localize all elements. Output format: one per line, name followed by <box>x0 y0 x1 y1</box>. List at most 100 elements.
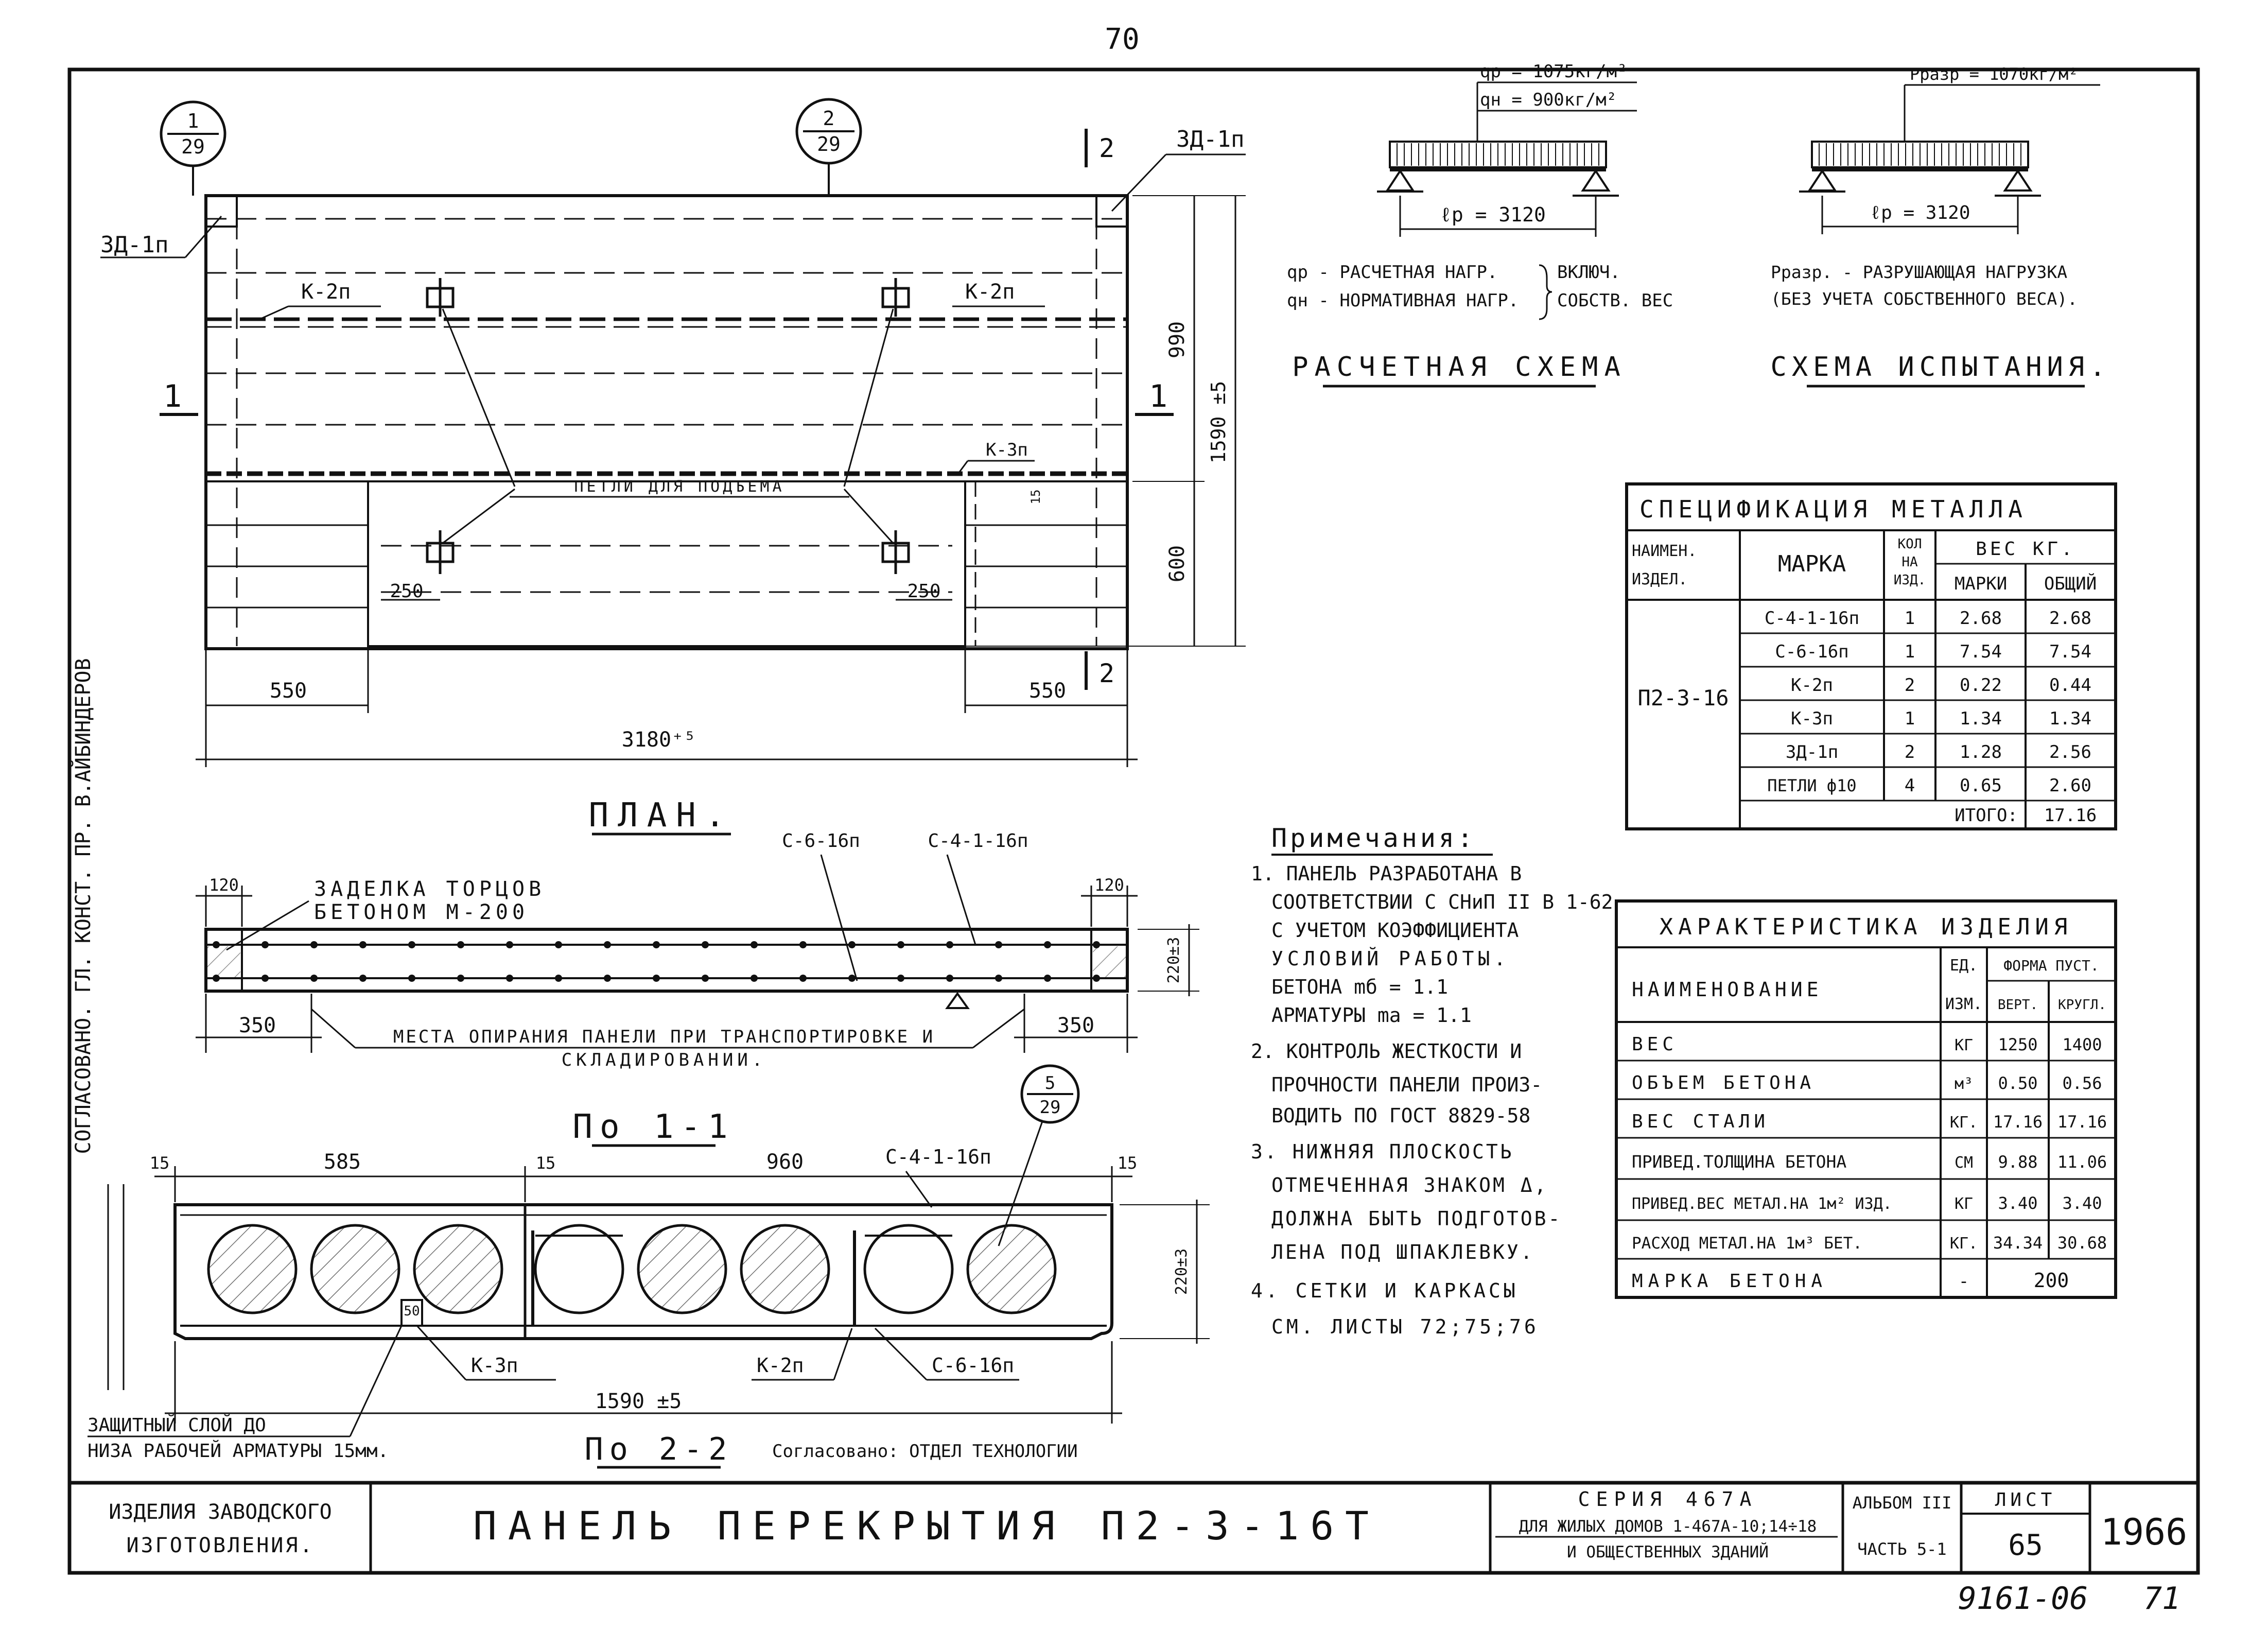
series-line-3: И ОБЩЕСТВЕННЫХ ЗДАНИЙ <box>1567 1543 1769 1562</box>
rebar-dot <box>604 975 611 982</box>
svg-text:1.34: 1.34 <box>2049 708 2091 729</box>
label-k3: К-3п <box>986 440 1028 460</box>
rebar-dot <box>555 941 562 948</box>
lifting-loop-icon <box>426 278 455 317</box>
legend-qp: qр - РАСЧЕТНАЯ НАГР. <box>1287 262 1497 283</box>
svg-text:4: 4 <box>1905 775 1915 796</box>
svg-text:НАИМЕНОВАНИЕ: НАИМЕНОВАНИЕ <box>1632 978 1823 1001</box>
svg-text:7.54: 7.54 <box>1960 641 2002 662</box>
support-roller-icon <box>1995 169 2041 197</box>
section-mark-2-top-label: 2 <box>1099 133 1114 163</box>
section-2-2-title: По 2-2 <box>585 1431 734 1467</box>
svg-text:2.68: 2.68 <box>2049 608 2091 629</box>
spec-total-label: ИТОГО: <box>1955 805 2018 826</box>
spec-product: П2-3-16 <box>1637 685 1729 710</box>
legend-incl: ВКЛЮЧ. <box>1557 262 1620 283</box>
load-band <box>1389 141 1607 168</box>
dim-350-left: 350 <box>239 1014 276 1037</box>
svg-text:ВОДИТЬ ПО ГОСТ 8829-58: ВОДИТЬ ПО ГОСТ 8829-58 <box>1271 1104 1530 1127</box>
dim-250-left: 250 <box>390 581 423 602</box>
svg-text:КГ: КГ <box>1955 1195 1973 1213</box>
cutout-zone <box>367 480 966 647</box>
leader-line <box>946 854 976 945</box>
load-qp: qр = 1075кг/м² <box>1480 61 1628 82</box>
end-seal-hatch <box>1093 946 1126 977</box>
svg-text:ИЗМ.: ИЗМ. <box>1945 995 1982 1013</box>
series-line-1: СЕРИЯ 467А <box>1578 1488 1758 1511</box>
rebar-dot <box>555 975 562 982</box>
rebar-dot <box>1093 975 1100 982</box>
title-block: ИЗДЕЛИЯ ЗАВОДСКОГО ИЗГОТОВЛЕНИЯ. ПАНЕЛЬ … <box>109 1483 2187 1573</box>
svg-text:2.60: 2.60 <box>2049 775 2091 796</box>
characteristics-table: ХАРАКТЕРИСТИКА ИЗДЕЛИЯ НАИМЕНОВАНИЕ ЕД. … <box>1615 899 2117 1299</box>
rebar-dot <box>213 975 220 982</box>
end-seal-note-1: ЗАДЕЛКА ТОРЦОВ <box>314 877 545 901</box>
rebar-dot <box>506 941 513 948</box>
svg-text:ДОЛЖНА БЫТЬ ПОДГОТОВ-: ДОЛЖНА БЫТЬ ПОДГОТОВ- <box>1271 1207 1562 1230</box>
approved-technology: Согласовано: ОТДЕЛ ТЕХНОЛОГИИ <box>772 1441 1078 1462</box>
svg-text:УСЛОВИЙ РАБОТЫ.: УСЛОВИЙ РАБОТЫ. <box>1271 947 1510 970</box>
svg-text:-: - <box>1959 1271 1969 1292</box>
void-hatched <box>310 1224 400 1314</box>
title-left-2: ИЗГОТОВЛЕНИЯ. <box>126 1534 314 1557</box>
svg-text:7.54: 7.54 <box>2049 641 2091 662</box>
callout-1-29: 1 29 <box>160 100 226 196</box>
svg-text:КГ.: КГ. <box>1950 1114 1978 1132</box>
rebar-dot <box>897 941 904 948</box>
leader-line <box>843 308 894 487</box>
rebar-dot <box>359 941 367 948</box>
page-number: 70 <box>1105 23 1139 56</box>
rebar-dot <box>408 975 415 982</box>
leader-line <box>349 1325 403 1437</box>
rebar-dot <box>848 975 856 982</box>
leader-line <box>184 216 222 258</box>
characteristics-title: ХАРАКТЕРИСТИКА ИЗДЕЛИЯ <box>1660 914 2073 940</box>
svg-text:ПЕТЛИ ф10: ПЕТЛИ ф10 <box>1767 776 1856 795</box>
rebar-dot <box>751 975 758 982</box>
svg-text:С-6-16п: С-6-16п <box>1775 641 1848 662</box>
svg-text:ОТМЕЧЕННАЯ ЗНАКОМ Δ,: ОТМЕЧЕННАЯ ЗНАКОМ Δ, <box>1271 1174 1548 1197</box>
leader-line <box>820 854 858 981</box>
design-scheme-title: РАСЧЕТНАЯ СХЕМА <box>1292 352 1627 383</box>
void-hatched <box>637 1224 727 1314</box>
leader-line <box>874 1327 928 1381</box>
legend-qn: qн - НОРМАТИВНАЯ НАГР. <box>1287 290 1519 311</box>
svg-text:СООТВЕТСТВИИ С СНиП II В 1-62: СООТВЕТСТВИИ С СНиП II В 1-62 <box>1271 891 1613 913</box>
support-roller-icon <box>1573 169 1619 197</box>
rebar-dot <box>995 975 1002 982</box>
leader-line <box>416 1325 467 1381</box>
section-mark-2-bottom-label: 2 <box>1099 658 1114 688</box>
span-label: ℓр = 3120 <box>1870 202 1970 223</box>
svg-text:0.50: 0.50 <box>1998 1073 2037 1093</box>
test-legend-1: Рразр. - РАЗРУШАЮЩАЯ НАГРУЗКА <box>1771 262 2067 282</box>
rebar-dots <box>213 941 1100 982</box>
svg-text:0.44: 0.44 <box>2049 675 2091 696</box>
rebar-dot <box>897 975 904 982</box>
year: 1966 <box>2101 1511 2188 1553</box>
svg-text:ЛЕНА ПОД ШПАКЛЕВКУ.: ЛЕНА ПОД ШПАКЛЕВКУ. <box>1271 1241 1534 1263</box>
album-label: АЛЬБОМ III <box>1853 1493 1952 1513</box>
rebar-dot <box>1093 941 1100 948</box>
label-c6-top: С-6-16п <box>782 830 860 852</box>
svg-text:МАРКА: МАРКА <box>1778 551 1846 577</box>
frame-k3-box <box>400 1299 423 1327</box>
svg-text:29: 29 <box>181 135 205 158</box>
svg-text:2.68: 2.68 <box>1960 608 2002 629</box>
leader-line <box>442 308 516 487</box>
loops-label: ПЕТЛИ ДЛЯ ПОДЪЕМА <box>574 478 784 496</box>
svg-text:СМ. ЛИСТЫ 72;75;76: СМ. ЛИСТЫ 72;75;76 <box>1271 1315 1539 1338</box>
svg-text:0.65: 0.65 <box>1960 775 2002 796</box>
section-2-2: По 2-2 Согласовано: ОТДЕЛ ТЕХНОЛОГИИ ЗАЩ… <box>88 1325 1078 1469</box>
load-band-ticks <box>1819 143 2021 166</box>
svg-text:ВЕС КГ.: ВЕС КГ. <box>1976 539 2075 560</box>
leader-line <box>1111 153 1167 212</box>
dim-plan-length: 3180⁺⁵ <box>622 728 696 752</box>
void-hatched <box>966 1224 1057 1314</box>
load-breaking: Рразр = 1070кг/м² <box>1910 64 2079 84</box>
concrete-grade-label: МАРКА БЕТОНА <box>1632 1271 1827 1292</box>
svg-text:1. ПАНЕЛЬ РАЗРАБОТАНА В: 1. ПАНЕЛЬ РАЗРАБОТАНА В <box>1251 862 1522 885</box>
support-pin-icon <box>1799 169 1845 193</box>
svg-text:РАСХОД МЕТАЛ.НА 1м³ БЕТ.: РАСХОД МЕТАЛ.НА 1м³ БЕТ. <box>1632 1234 1862 1253</box>
support-pin-icon <box>1377 169 1423 193</box>
